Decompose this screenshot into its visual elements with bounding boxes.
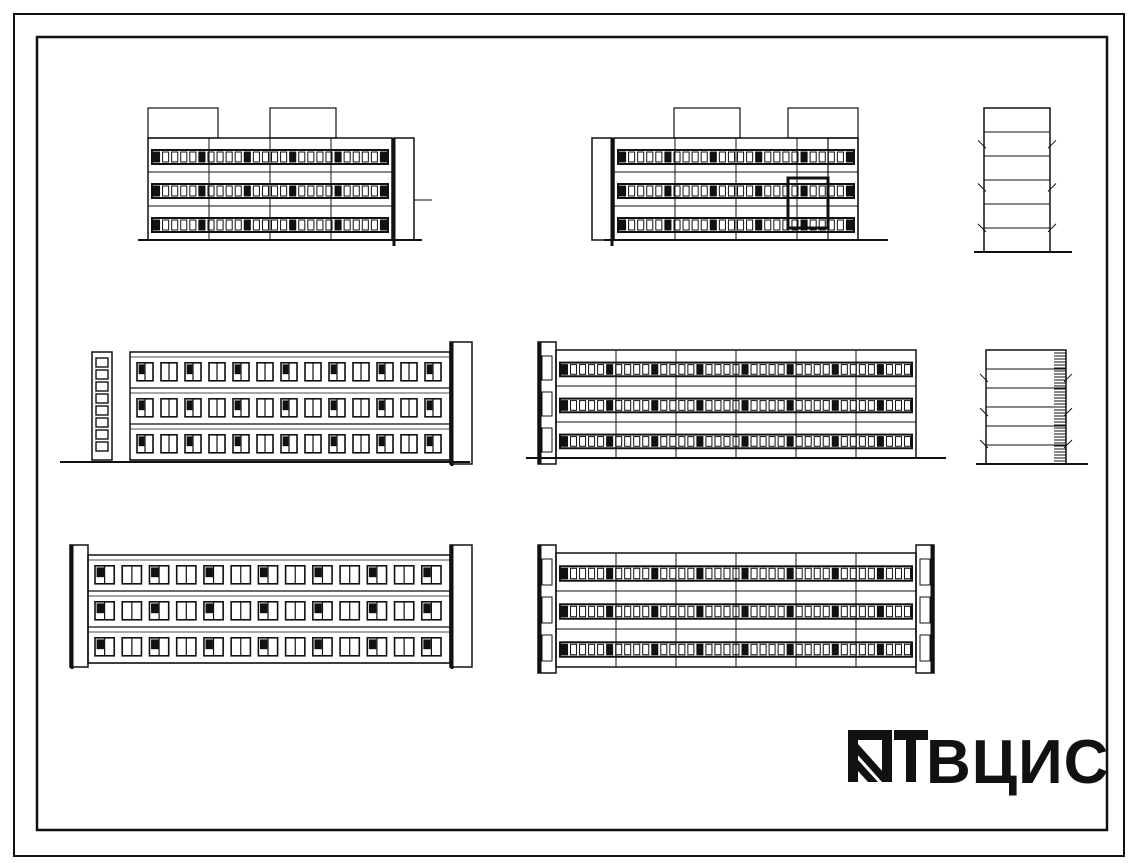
stamp-logo: ВЦИС: [848, 728, 1109, 797]
elevations-group: [60, 107, 1088, 674]
elevation-long-doors-2: [69, 544, 473, 669]
stamp-text: ВЦИС: [926, 728, 1109, 797]
stamp-mark-icon: [848, 730, 928, 782]
outer-frame: [13, 13, 1125, 857]
inner-frame: [35, 35, 1109, 832]
elevation-end-wing-right: [591, 107, 888, 246]
elevation-long-ribbon-2: [537, 544, 935, 674]
elevation-side-2: [976, 349, 1088, 465]
elevation-side-1: [974, 107, 1072, 253]
elevation-end-wing-left: [138, 107, 432, 246]
elevation-long-doors-1: [60, 341, 473, 466]
elevation-long-ribbon-1: [526, 341, 946, 465]
